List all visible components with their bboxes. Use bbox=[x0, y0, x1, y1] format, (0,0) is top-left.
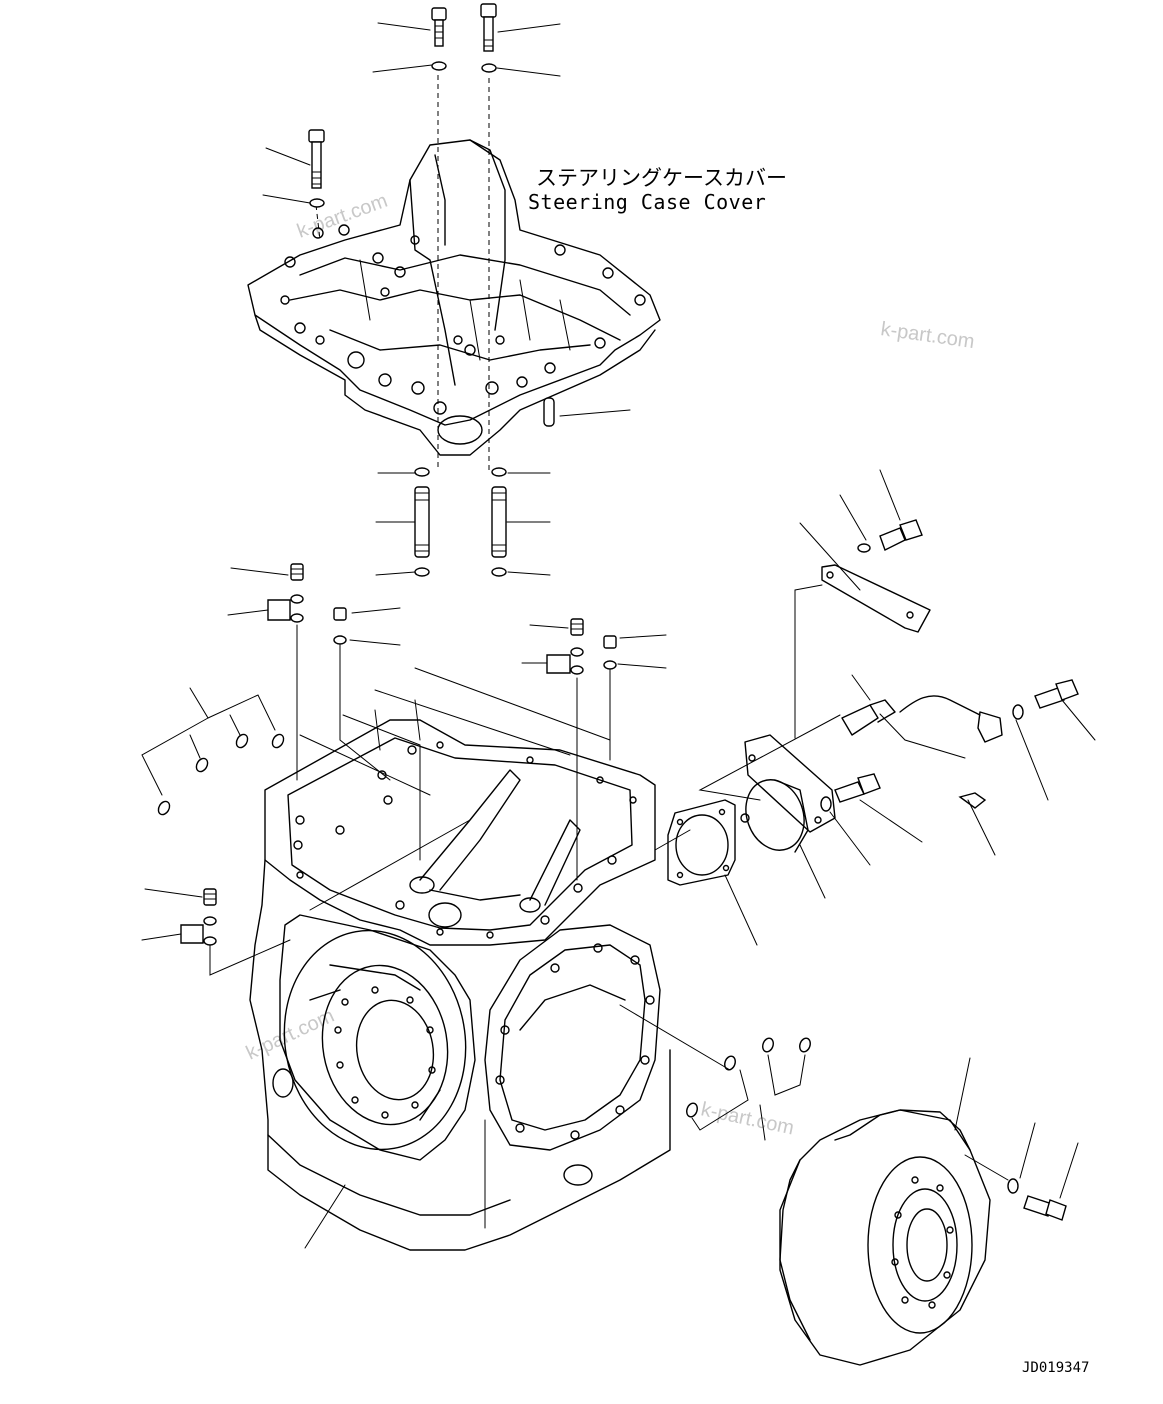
watermark-2: k-part.com bbox=[879, 318, 976, 353]
bracket bbox=[821, 519, 931, 633]
drawing-code: JD019347 bbox=[1022, 1360, 1089, 1376]
sensor-housing bbox=[740, 734, 836, 853]
plugs bbox=[180, 563, 617, 946]
orings-left bbox=[157, 733, 285, 816]
steering-case-body bbox=[249, 719, 671, 1251]
studs-and-orings bbox=[414, 467, 507, 577]
cover-bolt-centerlines bbox=[315, 75, 490, 470]
gasket bbox=[667, 799, 736, 886]
callout-title-en: Steering Case Cover bbox=[528, 190, 766, 214]
watermark-4: k-part.com bbox=[699, 1098, 796, 1139]
brake-drum bbox=[779, 1109, 1067, 1366]
speed-sensor bbox=[841, 695, 1003, 743]
callout-title-jp: ステアリングケースカバー bbox=[536, 166, 787, 190]
leader-lines bbox=[141, 22, 1096, 1249]
orings-right bbox=[686, 1037, 811, 1118]
top-bolts bbox=[308, 3, 497, 208]
